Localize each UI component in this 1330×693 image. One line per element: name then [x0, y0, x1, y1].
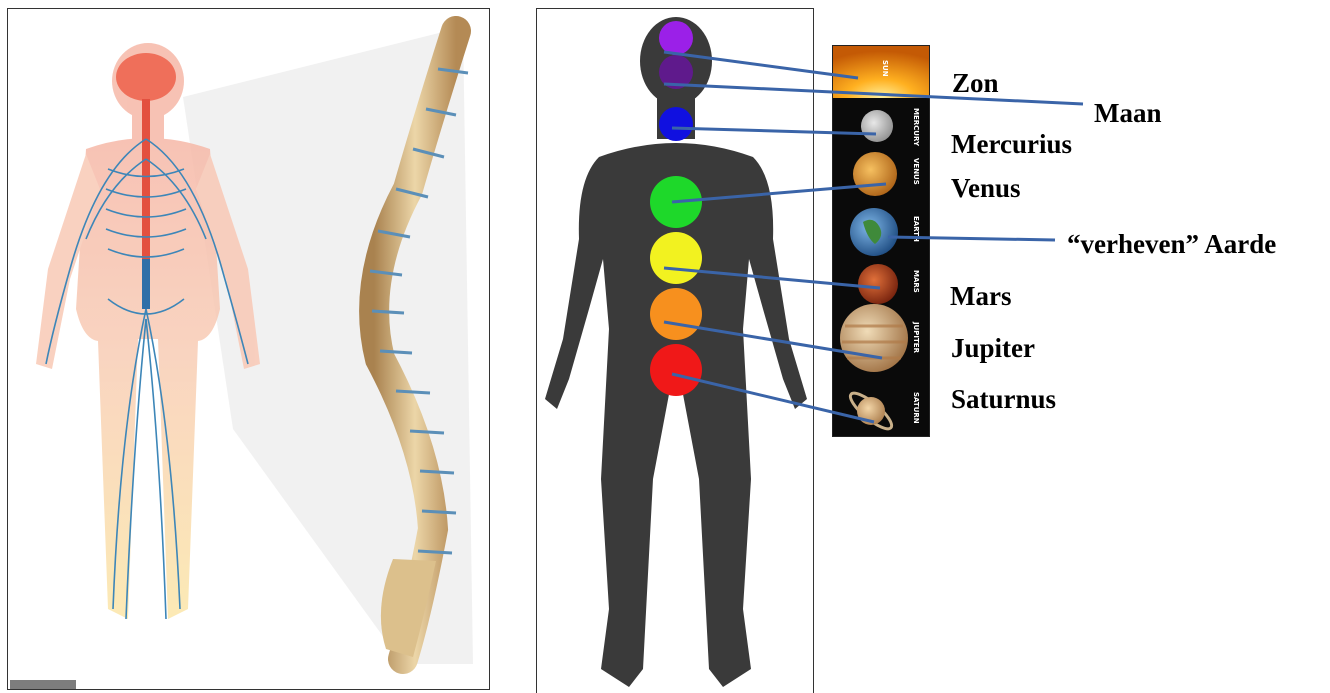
- label-mercury: Mercurius: [951, 131, 1072, 158]
- strip-label-venus: VENUS: [912, 158, 920, 185]
- jupiter-image: [840, 304, 908, 372]
- label-jupiter: Jupiter: [951, 335, 1035, 362]
- human-silhouette: [537, 9, 814, 693]
- label-venus: Venus: [951, 175, 1021, 202]
- strip-label-mercury: MERCURY: [912, 108, 920, 147]
- spinal-cord: [142, 99, 150, 259]
- strip-label-saturn: SATURN: [912, 392, 920, 424]
- sun-image: [833, 46, 929, 98]
- label-sun: Zon: [952, 70, 999, 97]
- nervous-system-illustration: [8, 9, 490, 690]
- nervous-system-panel: [7, 8, 490, 690]
- label-saturn: Saturnus: [951, 386, 1056, 413]
- strip-label-sun: SUN: [881, 60, 889, 77]
- brain: [116, 53, 176, 101]
- label-earth: “verheven” Aarde: [1067, 231, 1276, 258]
- label-mars: Mars: [950, 283, 1011, 310]
- mars-image: [858, 264, 898, 304]
- planet-strip: SUN MERCURY VENUS EARTH MARS JUPITER SAT…: [832, 45, 930, 437]
- mercury-image: [861, 110, 893, 142]
- saturn-image: [857, 397, 885, 425]
- scrollbar-thumb[interactable]: [10, 680, 76, 689]
- strip-label-earth: EARTH: [912, 216, 920, 242]
- strip-label-jupiter: JUPITER: [912, 321, 920, 354]
- label-moon: Maan: [1094, 100, 1162, 127]
- strip-label-mars: MARS: [912, 270, 920, 293]
- venus-image: [853, 152, 897, 196]
- planet-strip-graphic: SUN MERCURY VENUS EARTH MARS JUPITER SAT…: [833, 46, 929, 436]
- chakra-panel: [536, 8, 814, 693]
